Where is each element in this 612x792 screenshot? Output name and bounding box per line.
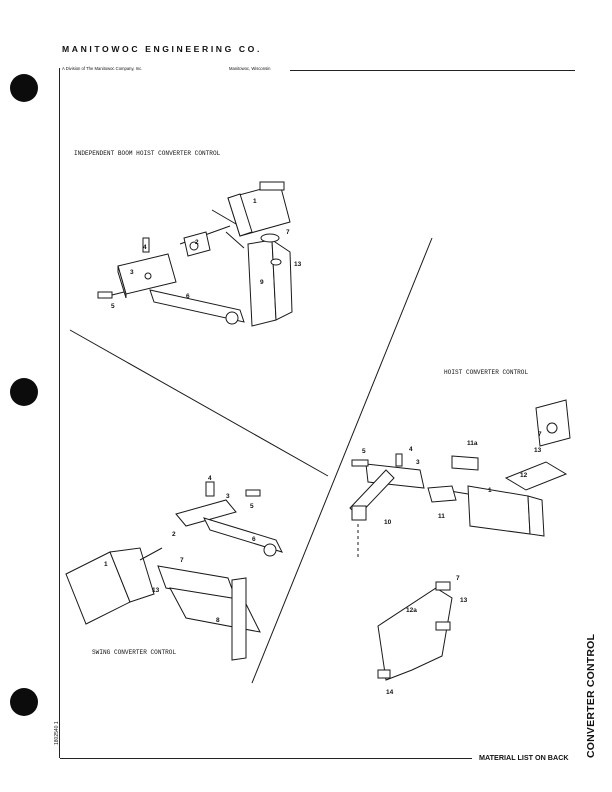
swing-callout-2: 2	[172, 531, 176, 538]
alt-callout-12a: 12a	[406, 607, 417, 614]
punch-hole-top	[10, 74, 38, 102]
section-divider-diagonal	[69, 329, 329, 477]
callout-2: 2	[195, 239, 199, 246]
independent-boom-hoist-label: INDEPENDENT BOOM HOIST CONVERTER CONTROL	[74, 150, 221, 157]
alt-callout-7-top: 7	[456, 575, 460, 582]
hoist-callout-4: 4	[409, 446, 413, 453]
hoist-callout-12: 12	[520, 472, 528, 479]
swing-callout-5: 5	[250, 503, 254, 510]
swing-converter-assembly: 1 2 3 4 5 6 7 8 13	[65, 475, 283, 661]
hoist-callout-5: 5	[362, 448, 366, 455]
side-title: CONVERTER CONTROL	[585, 633, 597, 758]
hoist-callout-11a: 11a	[467, 440, 478, 447]
hoist-callout-3: 3	[416, 459, 420, 466]
alt-callout-14: 14	[386, 689, 394, 696]
division-text: A Division of The Manitowoc Company, Inc…	[62, 66, 143, 71]
hoist-callout-1: 1	[488, 487, 492, 494]
footer-rule	[60, 758, 472, 759]
section-divider-slant	[251, 237, 433, 684]
independent-boom-assembly: 1 2 3 4 5 6 7 9 13	[97, 181, 302, 327]
swing-converter-label: SWING CONVERTER CONTROL	[92, 649, 177, 656]
swing-callout-6: 6	[252, 536, 256, 543]
callout-3: 3	[130, 269, 134, 276]
link-arm-6	[149, 289, 245, 323]
document-number: 1802540 1	[54, 721, 60, 745]
header-rule	[290, 70, 575, 71]
callout-4: 4	[143, 244, 147, 251]
hoist-callout-11: 11	[438, 513, 445, 520]
hoist-converter-label: HOIST CONVERTER CONTROL	[444, 369, 529, 376]
swing-callout-13: 13	[152, 587, 160, 594]
swing-callout-8: 8	[216, 617, 220, 624]
location-text: Manitowoc, Wisconsin	[229, 66, 271, 71]
swing-callout-7: 7	[180, 557, 184, 564]
callout-9: 9	[260, 279, 264, 286]
callout-6: 6	[186, 293, 190, 300]
arm-12a	[377, 587, 453, 681]
alt-callout-13: 13	[460, 597, 468, 604]
company-name: MANITOWOC ENGINEERING CO.	[62, 44, 262, 54]
callout-1: 1	[253, 198, 257, 205]
swing-callout-1: 1	[104, 561, 108, 568]
swing-callout-3: 3	[226, 493, 230, 500]
hoist-converter-assembly: 1 3 4 5 7 10 11 11a 12 13 7 12a 13 14	[349, 399, 571, 696]
swing-arm-6	[203, 517, 283, 553]
swing-callout-4: 4	[208, 475, 212, 482]
hoist-callout-7: 7	[538, 431, 542, 438]
callout-5: 5	[111, 303, 115, 310]
punch-hole-bottom	[10, 688, 38, 716]
left-margin-rule	[59, 68, 60, 758]
punch-hole-middle	[10, 378, 38, 406]
plate-12	[504, 461, 568, 491]
material-list-note: MATERIAL LIST ON BACK	[479, 753, 569, 762]
callout-13: 13	[294, 261, 302, 268]
hoist-cylinder	[467, 485, 531, 535]
hoist-callout-13: 13	[534, 447, 542, 454]
hoist-callout-10: 10	[384, 519, 392, 526]
callout-7: 7	[286, 229, 290, 236]
